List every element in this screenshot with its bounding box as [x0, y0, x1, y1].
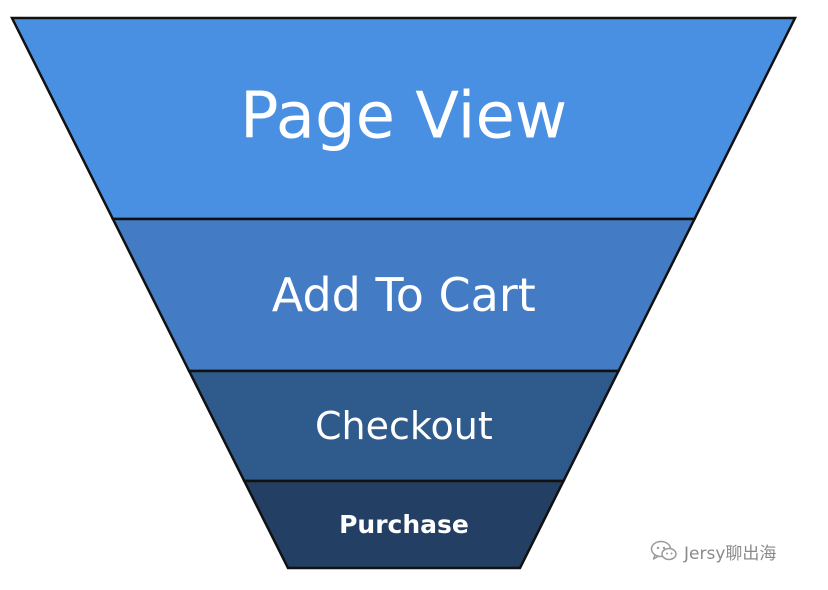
wechat-icon	[650, 540, 677, 561]
funnel-stage-label-4: Purchase	[339, 510, 469, 539]
funnel-stage-label-3: Checkout	[315, 404, 493, 448]
funnel-stage-label-2: Add To Cart	[272, 268, 536, 322]
funnel-stage-label-1: Page View	[240, 80, 567, 154]
watermark: Jersy聊出海	[650, 538, 776, 564]
funnel-stage-4	[242, 479, 566, 570]
watermark-text: Jersy聊出海	[684, 543, 777, 564]
